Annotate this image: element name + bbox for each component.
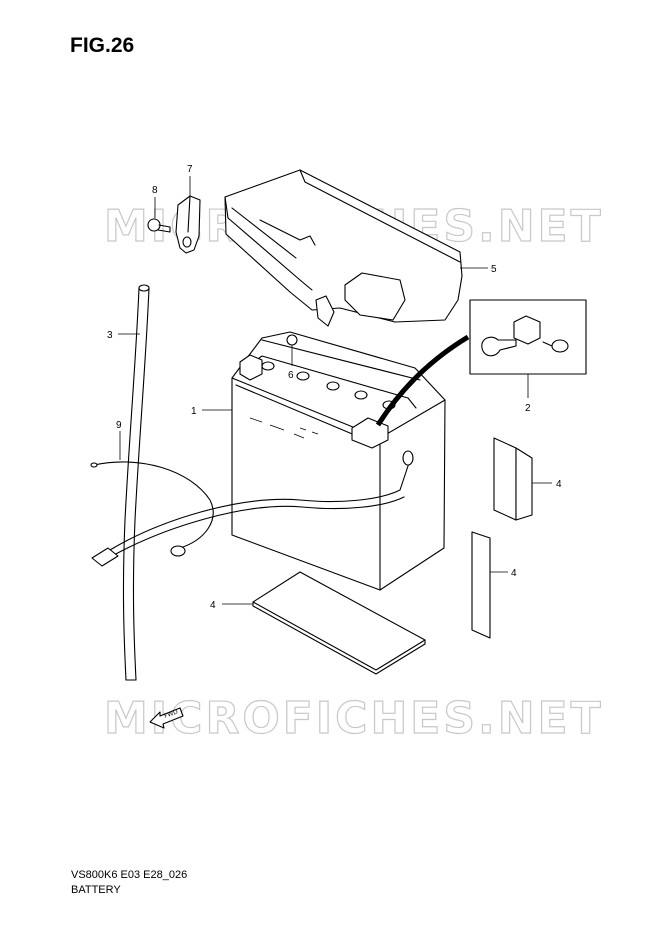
part-cover: [224, 169, 463, 327]
part-bolt-8: [147, 218, 171, 233]
callout-8: 8: [152, 185, 158, 196]
callout-1: 1: [191, 406, 197, 417]
part-battery: [231, 331, 446, 591]
callout-2: 2: [525, 403, 531, 414]
callout-5: 5: [491, 264, 497, 275]
fwd-arrow: FWD: [149, 707, 184, 729]
part-pad-large: [252, 571, 426, 675]
callout-4-angled-pad: 4: [556, 479, 562, 490]
figure-title: FIG.26: [70, 34, 135, 57]
figure-name: BATTERY: [71, 884, 121, 896]
callout-7: 7: [187, 164, 193, 175]
callout-9: 9: [116, 420, 122, 431]
part-tube: [122, 284, 150, 681]
vent-strip: [375, 334, 470, 427]
part-terminal-bolts-box: [469, 299, 587, 375]
callout-3: 3: [107, 330, 113, 341]
callout-6: 6: [288, 370, 294, 381]
callout-4-strip-pad: 4: [511, 568, 517, 579]
part-wire-harness: [90, 450, 414, 567]
watermark-bottom: MICROFICHES.NET: [104, 693, 604, 744]
fwd-label: FWD: [163, 708, 179, 719]
part-pad-angled: [493, 437, 533, 521]
part-bracket: [175, 195, 201, 254]
callout-4-large-pad: 4: [210, 600, 216, 611]
leader-lines: [118, 176, 552, 605]
figure-code: VS800K6 E03 E28_026: [71, 869, 188, 881]
part-bolt-6: [286, 334, 298, 346]
part-pad-strip: [471, 531, 491, 639]
